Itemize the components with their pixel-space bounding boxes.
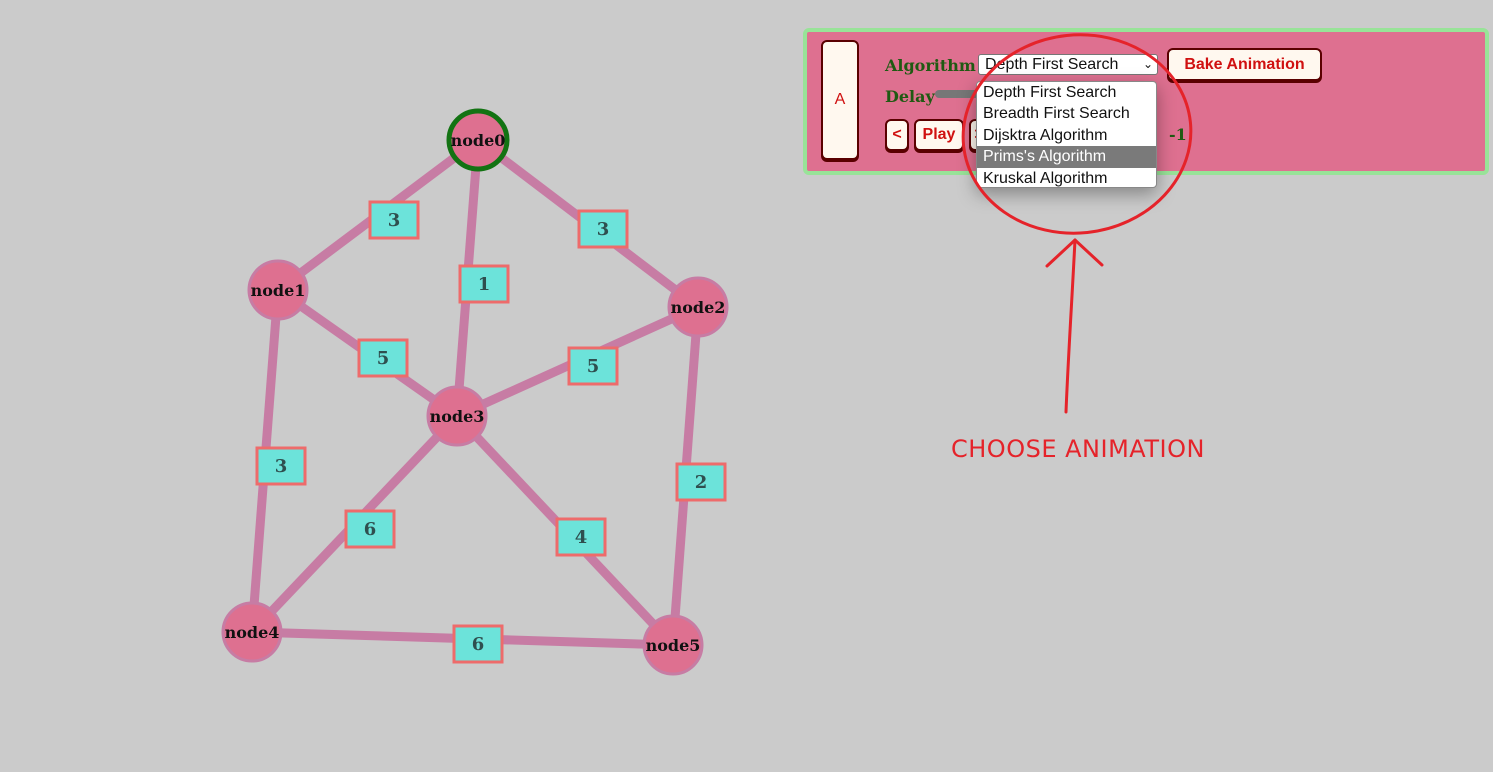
weight-label: 4: [575, 527, 588, 548]
edge-weight-node1-node4: 3: [255, 446, 307, 486]
edge-weight-node3-node4: 6: [344, 509, 396, 549]
weight-box: [555, 517, 607, 557]
collapse-panel-button[interactable]: A: [821, 40, 859, 160]
weight-box: [675, 462, 727, 502]
chevron-down-icon: ⌄: [1142, 57, 1153, 71]
dropdown-option-kruskal[interactable]: Kruskal Algorithm: [983, 169, 1108, 187]
graph-node-node1[interactable]: node1: [247, 259, 309, 321]
graph-node-node3[interactable]: node3: [426, 385, 488, 447]
node-circle: [221, 601, 283, 663]
dropdown-option-bfs[interactable]: Breadth First Search: [983, 105, 1130, 123]
weights-layer: 3 1 3 5 5 3 6 4 2 6: [255, 200, 727, 664]
weight-box: [368, 200, 420, 240]
weight-label: 6: [472, 634, 485, 655]
weight-label: 3: [388, 210, 401, 231]
weight-label: 6: [364, 519, 377, 540]
play-button[interactable]: Play: [914, 119, 964, 151]
weight-label: 5: [587, 356, 600, 377]
dropdown-option-prims[interactable]: Prims's Algorithm: [977, 146, 1156, 168]
dropdown-option-dfs[interactable]: Depth First Search: [983, 84, 1117, 101]
edge-weight-node1-node3: 5: [357, 338, 409, 378]
graph-canvas[interactable]: node0 node1 node2 node3 node4 node5 3 1 3 5 5 3 6 4 2…: [0, 0, 800, 772]
weight-box: [344, 509, 396, 549]
node-label: node4: [225, 623, 280, 642]
dropdown-option-dijkstra[interactable]: Dijsktra Algorithm: [983, 126, 1108, 144]
weight-label: 3: [275, 456, 288, 477]
edge-weight-node2-node5: 2: [675, 462, 727, 502]
algorithm-label: Algorithm: [885, 56, 976, 75]
weight-label: 1: [478, 274, 491, 295]
graph-node-node4[interactable]: node4: [221, 601, 283, 663]
start-node-circle: [446, 108, 510, 172]
edge-weight-node2-node3: 5: [567, 346, 619, 386]
node-label: node5: [646, 636, 701, 655]
weight-label: 5: [377, 348, 390, 369]
edge-weight-node0-node2: 3: [577, 209, 629, 249]
node-label: node0: [451, 131, 506, 150]
edge-weight-node0-node1: 3: [368, 200, 420, 240]
delay-label: Delay: [885, 87, 935, 106]
step-counter: -1: [1169, 125, 1187, 144]
node-label: node2: [671, 298, 726, 317]
annotation-arrow-shaft: [1064, 238, 1077, 414]
annotation-arrow-head: [1045, 238, 1104, 268]
weight-label: 3: [597, 219, 610, 240]
weight-box: [255, 446, 307, 486]
weight-box: [458, 264, 510, 304]
edge-weight-node3-node5: 4: [555, 517, 607, 557]
graph-node-node5[interactable]: node5: [642, 614, 704, 676]
algorithm-select-value: Depth First Search: [985, 56, 1119, 73]
weight-box: [357, 338, 409, 378]
delay-slider[interactable]: [935, 90, 985, 98]
previous-step-button[interactable]: <: [885, 119, 909, 151]
weight-box: [452, 624, 504, 664]
node-circle: [642, 614, 704, 676]
node-label: node1: [251, 281, 306, 300]
edge-weight-node4-node5: 6: [452, 624, 504, 664]
node-circle: [426, 385, 488, 447]
edge-weight-node0-node3: 1: [458, 264, 510, 304]
bake-animation-button[interactable]: Bake Animation: [1167, 48, 1322, 81]
graph-node-node0[interactable]: node0: [446, 108, 510, 172]
annotation-text: CHOOSE ANIMATION: [951, 435, 1205, 463]
node-label: node3: [430, 407, 485, 426]
algorithm-select[interactable]: Depth First Search ⌄: [978, 54, 1158, 75]
graph-node-node2[interactable]: node2: [667, 276, 729, 338]
weight-box: [567, 346, 619, 386]
algorithm-dropdown-list[interactable]: Depth First Search Breadth First Search …: [976, 81, 1157, 188]
weight-label: 2: [695, 472, 708, 493]
node-circle: [247, 259, 309, 321]
node-circle: [667, 276, 729, 338]
nodes-layer: node0 node1 node2 node3 node4 node5: [221, 108, 729, 676]
weight-box: [577, 209, 629, 249]
